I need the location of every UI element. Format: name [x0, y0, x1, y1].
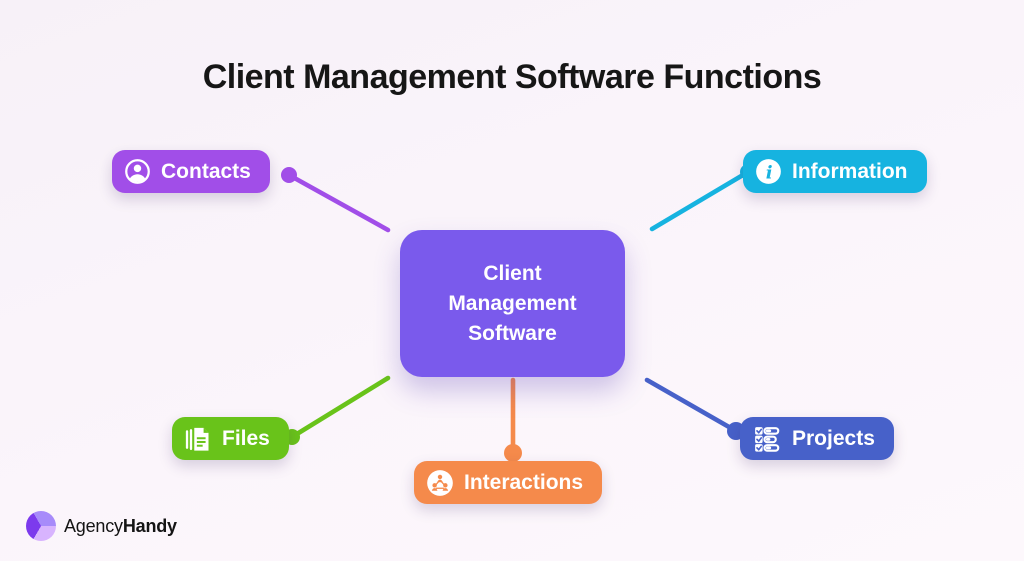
center-node-line: Client	[483, 261, 542, 285]
svg-text:i: i	[766, 162, 773, 183]
documents-icon	[184, 425, 212, 453]
person-icon	[124, 158, 151, 185]
brand-logo-lockup: AgencyHandy	[26, 511, 177, 541]
connector-files	[284, 375, 391, 445]
swirl-logo-icon	[26, 511, 56, 541]
center-node: Client Management Software	[400, 230, 625, 377]
center-node-line: Management	[448, 291, 577, 315]
node-label: Interactions	[464, 470, 584, 494]
connector-projects	[644, 377, 745, 440]
node-contacts: Contacts	[112, 150, 270, 193]
node-projects: Projects	[740, 417, 894, 460]
node-interactions: Interactions	[414, 461, 603, 504]
node-label: Contacts	[161, 159, 251, 183]
node-label: Files	[222, 426, 270, 450]
center-node-line: Software	[468, 321, 557, 345]
brand-name: AgencyHandy	[64, 516, 177, 537]
diagram-title: Client Management Software Functions	[202, 58, 822, 96]
people-network-icon	[426, 469, 454, 497]
node-label: Projects	[792, 426, 875, 450]
node-label: Information	[792, 159, 908, 183]
brand-name-regular: Agency	[64, 515, 123, 536]
node-files: Files	[172, 417, 289, 460]
info-icon: i	[755, 158, 782, 185]
connector-interactions	[504, 377, 522, 462]
connector-contacts	[281, 167, 391, 233]
connector-information	[649, 164, 756, 232]
node-information: i Information	[743, 150, 927, 193]
brand-name-bold: Handy	[122, 515, 177, 536]
checklist-icon	[752, 424, 782, 454]
